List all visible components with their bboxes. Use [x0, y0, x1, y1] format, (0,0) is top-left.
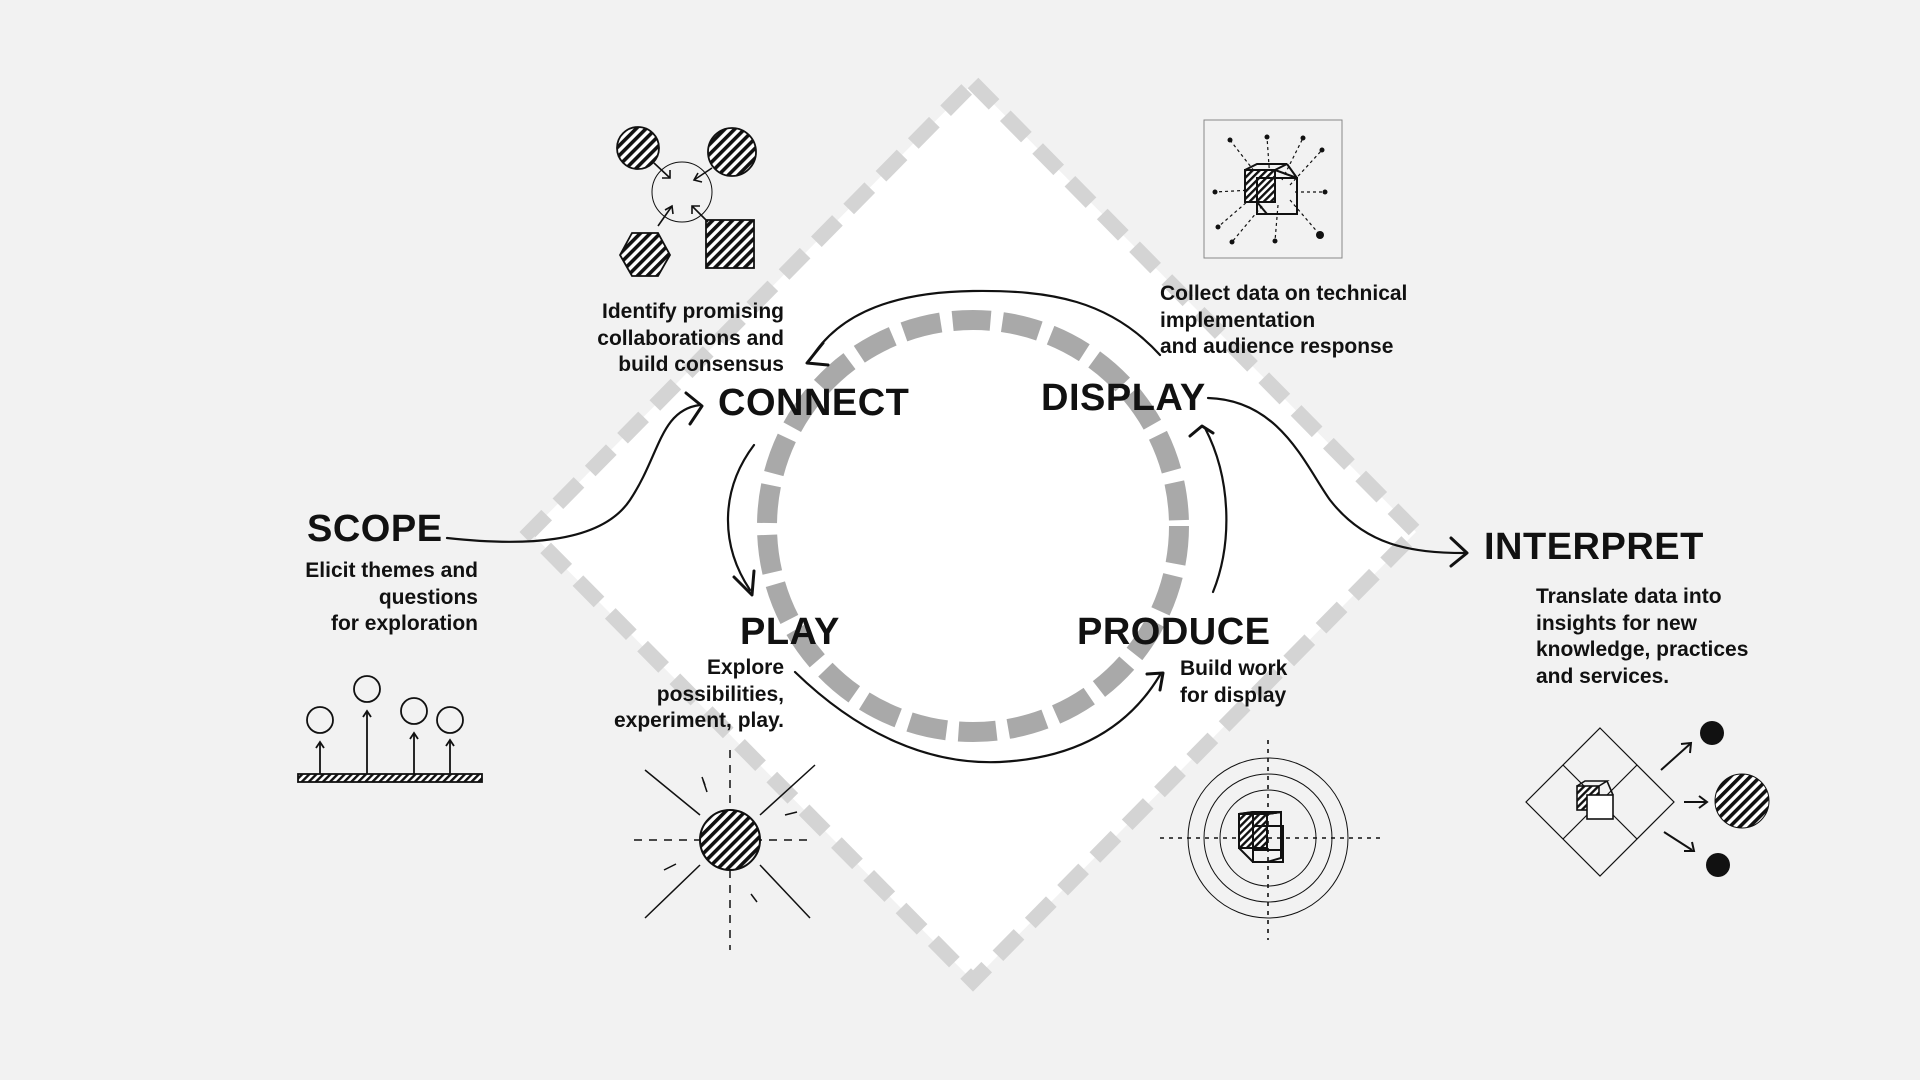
- cycle-ring: [757, 310, 1189, 742]
- stage-title-connect: CONNECT: [718, 382, 910, 424]
- cube-network-icon: [1203, 119, 1343, 259]
- target-cube-icon: [1160, 740, 1382, 940]
- stage-description-scope: Elicit themes and questions for explorat…: [305, 559, 478, 635]
- stage-title-scope: SCOPE: [307, 508, 443, 550]
- diamond-output-icon: [1525, 721, 1770, 877]
- stage-description-connect: Identify promising collaborations and bu…: [597, 300, 784, 376]
- stage-title-display: DISPLAY: [1041, 377, 1206, 419]
- flow-arrow-play-to-produce: [793, 670, 1165, 764]
- flow-arrow-produce-to-display: [1188, 424, 1228, 594]
- flow-arrow-display-to-connect: [805, 289, 1162, 367]
- stage-title-produce: PRODUCE: [1077, 611, 1271, 653]
- stage-description-display: Collect data on technical implementation…: [1160, 282, 1408, 358]
- converging-shapes-icon: [616, 126, 757, 277]
- stage-description-interpret: Translate data into insights for new kno…: [1536, 585, 1749, 688]
- stage-title-play: PLAY: [740, 611, 840, 653]
- diamond-frame: [519, 72, 1427, 992]
- rising-ideas-icon: [297, 675, 483, 783]
- flow-arrow-display-to-interpret: [1206, 396, 1469, 568]
- stage-title-interpret: INTERPRET: [1484, 526, 1704, 568]
- flow-arrow-connect-to-play: [726, 443, 756, 597]
- radiating-sphere-icon: [634, 750, 816, 950]
- flow-arrow-scope-to-connect: [445, 391, 704, 543]
- stage-description-produce: Build work for display: [1180, 657, 1288, 707]
- stage-description-play: Explore possibilities, experiment, play.: [613, 656, 784, 732]
